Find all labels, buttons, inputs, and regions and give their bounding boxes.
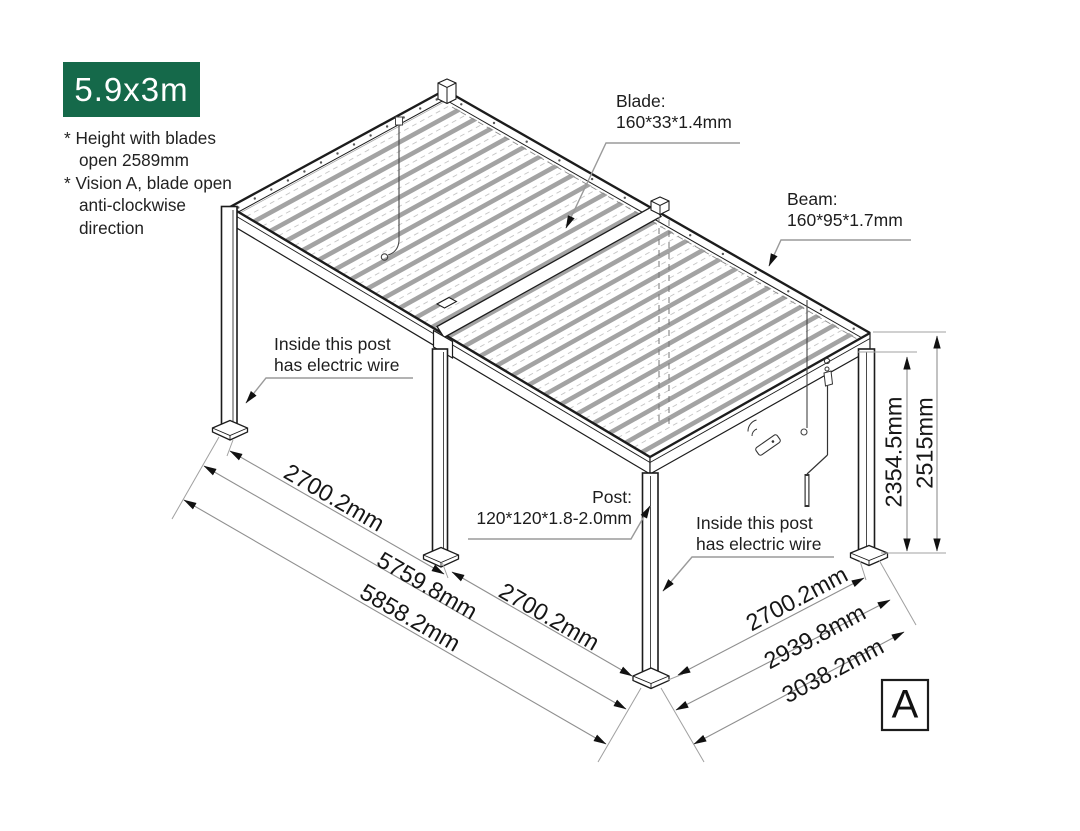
- roof-louver-pivot-lines: [245, 98, 854, 448]
- beam-callout-title: Beam:: [787, 189, 838, 209]
- electric-wire-note-left: Inside this post has electric wire: [274, 334, 399, 375]
- post-callout-spec: 120*120*1.8-2.0mm: [476, 507, 632, 528]
- remote-control: [747, 419, 781, 456]
- dim-height-clear: 2354.5mm: [880, 396, 907, 508]
- right-module-rod: [800, 300, 808, 436]
- roof-clip: [435, 296, 458, 309]
- note-line: * Height with blades: [64, 128, 216, 148]
- crank-handle: [804, 357, 834, 507]
- note-line: anti-clockwise: [79, 195, 186, 216]
- post-front-middle: [422, 348, 460, 568]
- note-line: open 2589mm: [79, 150, 189, 171]
- electric-note-line: Inside this post: [274, 334, 391, 354]
- blade-callout: Blade: 160*33*1.4mm: [616, 91, 732, 132]
- electric-note-line: has electric wire: [696, 533, 822, 554]
- post-callout: Post: 120*120*1.8-2.0mm: [455, 487, 632, 528]
- dimension-lines: [183, 335, 941, 745]
- blade-callout-spec: 160*33*1.4mm: [616, 111, 732, 132]
- electric-wire-note-right: Inside this post has electric wire: [696, 513, 821, 554]
- electric-note-line: Inside this post: [696, 513, 813, 533]
- beam-callout: Beam: 160*95*1.7mm: [787, 189, 903, 230]
- post-front-corner: [632, 472, 670, 690]
- hidden-rear-post: [658, 217, 670, 427]
- post-rear-left: [211, 205, 249, 441]
- post-rear-right: [849, 348, 889, 567]
- callout-leaders: [245, 142, 911, 592]
- view-marker-label: A: [891, 682, 919, 727]
- size-badge: 5.9x3m: [63, 62, 200, 117]
- rear-corner-cap: [437, 78, 457, 105]
- drawing-notes: * Height with blades open 2589mm * Visio…: [64, 127, 232, 239]
- blade-callout-title: Blade:: [616, 91, 666, 111]
- middle-rear-cap: [650, 196, 670, 216]
- louver-pivot-dots: [237, 98, 855, 330]
- roof-louvers: [237, 92, 863, 455]
- electric-note-line: has electric wire: [274, 354, 400, 375]
- view-marker-box: [880, 678, 930, 732]
- dim-height-total: 2515mm: [911, 397, 938, 489]
- beam-callout-spec: 160*95*1.7mm: [787, 209, 903, 230]
- extension-lines: [171, 331, 946, 763]
- note-line: * Vision A, blade open: [64, 172, 232, 193]
- note-line: direction: [79, 217, 144, 238]
- post-callout-title: Post:: [592, 487, 632, 507]
- left-crank-rod: [380, 116, 403, 261]
